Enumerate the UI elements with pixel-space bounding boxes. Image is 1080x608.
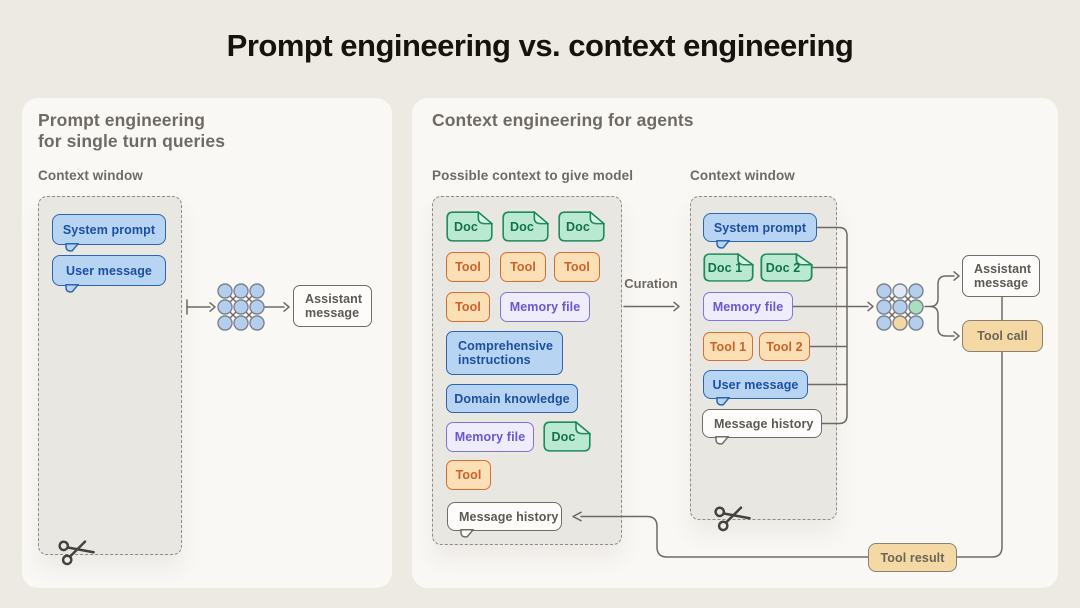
document-icon (558, 211, 605, 242)
domain-knowledge-box: Domain knowledge (446, 384, 578, 413)
context-engineering-panel: Context engineering for agents Possible … (412, 98, 1058, 588)
speech-tail-icon (716, 396, 730, 406)
message-history-box: Message history (702, 409, 822, 445)
system-prompt-box: System prompt (52, 214, 166, 252)
left-context-window-label: Context window (38, 168, 143, 183)
document-icon (502, 211, 549, 242)
tool-box: Tool (446, 252, 490, 282)
right-panel-heading: Context engineering for agents (432, 110, 694, 130)
curation-label: Curation (624, 276, 678, 291)
neural-network-icon (876, 283, 924, 331)
document-icon (760, 253, 813, 282)
memory-file-box: Memory file (446, 422, 534, 452)
document-icon (703, 253, 754, 282)
prompt-engineering-panel: Prompt engineering for single turn queri… (22, 98, 392, 588)
doc-box: Doc (543, 421, 591, 452)
tool-box: Tool (446, 460, 491, 490)
left-panel-heading: Prompt engineering for single turn queri… (38, 110, 226, 151)
scissors-icon (58, 540, 95, 566)
system-prompt-box: System prompt (703, 213, 817, 249)
assistant-message-box: Assistant message (293, 285, 372, 327)
doc2-box: Doc 2 (760, 253, 813, 282)
tool1-box: Tool 1 (703, 332, 753, 361)
doc-box: Doc (502, 211, 549, 242)
speech-tail-icon (716, 239, 730, 249)
user-message-box: User message (703, 370, 808, 406)
tool-box: Tool (554, 252, 600, 282)
right-connector-lines (572, 226, 1003, 558)
message-history-box: Message history (447, 502, 562, 538)
comprehensive-instructions-box: Comprehensive instructions (446, 331, 563, 375)
tool-box: Tool (446, 292, 490, 322)
tool-call-box: Tool call (962, 320, 1043, 352)
neural-network-icon (217, 283, 265, 331)
right-context-window-label: Context window (690, 168, 795, 183)
document-icon (446, 211, 493, 242)
left-connector-lines (186, 299, 290, 315)
scissors-icon (714, 506, 751, 532)
memory-file-box: Memory file (500, 292, 590, 322)
speech-tail-icon (65, 242, 79, 252)
speech-tail-icon (460, 528, 474, 538)
doc-box: Doc (558, 211, 605, 242)
speech-tail-icon (65, 283, 79, 293)
tool-box: Tool (500, 252, 546, 282)
memory-file-box: Memory file (703, 292, 793, 321)
possible-context-label: Possible context to give model (432, 168, 634, 183)
assistant-message-box: Assistant message (962, 255, 1040, 297)
tool-result-box: Tool result (868, 543, 957, 572)
tool2-box: Tool 2 (759, 332, 810, 361)
doc-box: Doc (446, 211, 493, 242)
user-message-box: User message (52, 255, 166, 293)
doc1-box: Doc 1 (703, 253, 754, 282)
speech-tail-icon (715, 435, 729, 445)
document-icon (543, 421, 591, 452)
page-title: Prompt engineering vs. context engineeri… (226, 28, 854, 63)
